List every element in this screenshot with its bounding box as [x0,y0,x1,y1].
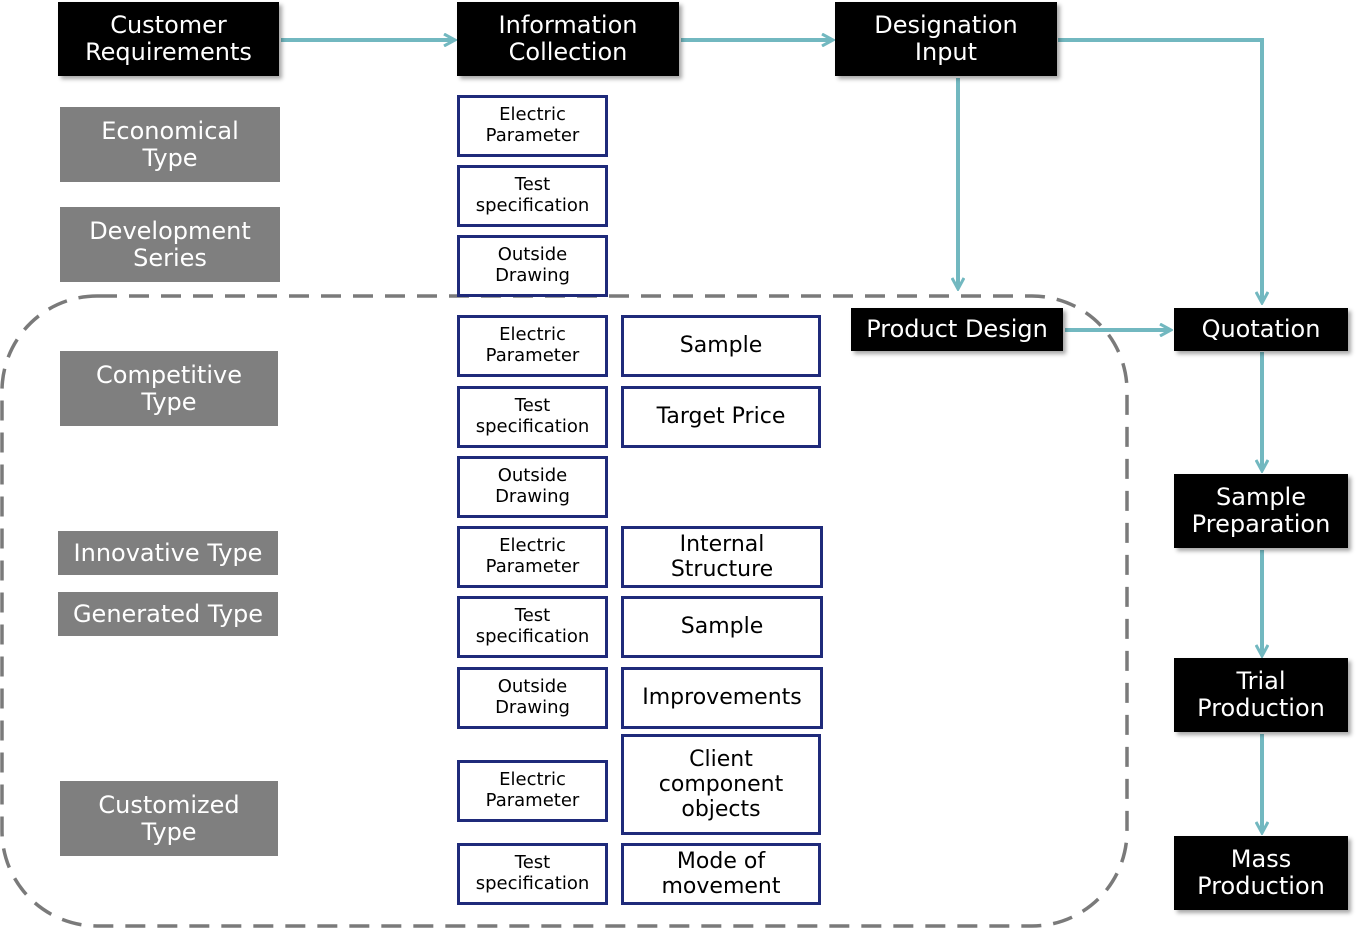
extra-item-sample: Sample [621,596,823,658]
innovative-type-box: Innovative Type [58,531,278,575]
designation-input-box: Designation Input [835,2,1057,76]
competitive-type-box: Competitive Type [60,351,278,426]
info-item-outside-drawing: Outside Drawing [457,456,608,518]
generated-type-box: Generated Type [58,592,278,636]
trial-production-box: Trial Production [1174,658,1348,732]
info-item-electric-parameter: Electric Parameter [457,526,608,588]
product-design-box: Product Design [851,308,1063,351]
economical-type-box: Economical Type [60,107,280,182]
sample-preparation-box: Sample Preparation [1174,474,1348,548]
info-item-electric-parameter: Electric Parameter [457,760,608,822]
customized-type-box: Customized Type [60,781,278,856]
info-item-outside-drawing: Outside Drawing [457,667,608,729]
extra-item-mode-of-movement: Mode of movement [621,843,821,905]
info-item-test-specification: Test specification [457,596,608,658]
info-item-test-specification: Test specification [457,386,608,448]
info-item-electric-parameter: Electric Parameter [457,95,608,157]
quotation-box: Quotation [1174,308,1348,351]
extra-item-improvements: Improvements [621,667,823,729]
arrow-input-to-quotation [1058,38,1262,302]
extra-item-internal-structure: Internal Structure [621,526,823,588]
info-item-test-specification: Test specification [457,165,608,227]
mass-production-box: Mass Production [1174,836,1348,910]
information-collection-box: Information Collection [457,2,679,76]
info-item-test-specification: Test specification [457,843,608,905]
customer-requirements-box: Customer Requirements [58,2,279,76]
extra-item-target-price: Target Price [621,386,821,448]
info-item-outside-drawing: Outside Drawing [457,235,608,297]
extra-item-client-component-objects: Client component objects [621,734,821,835]
extra-item-sample: Sample [621,315,821,377]
info-item-electric-parameter: Electric Parameter [457,315,608,377]
development-series-box: Development Series [60,207,280,282]
